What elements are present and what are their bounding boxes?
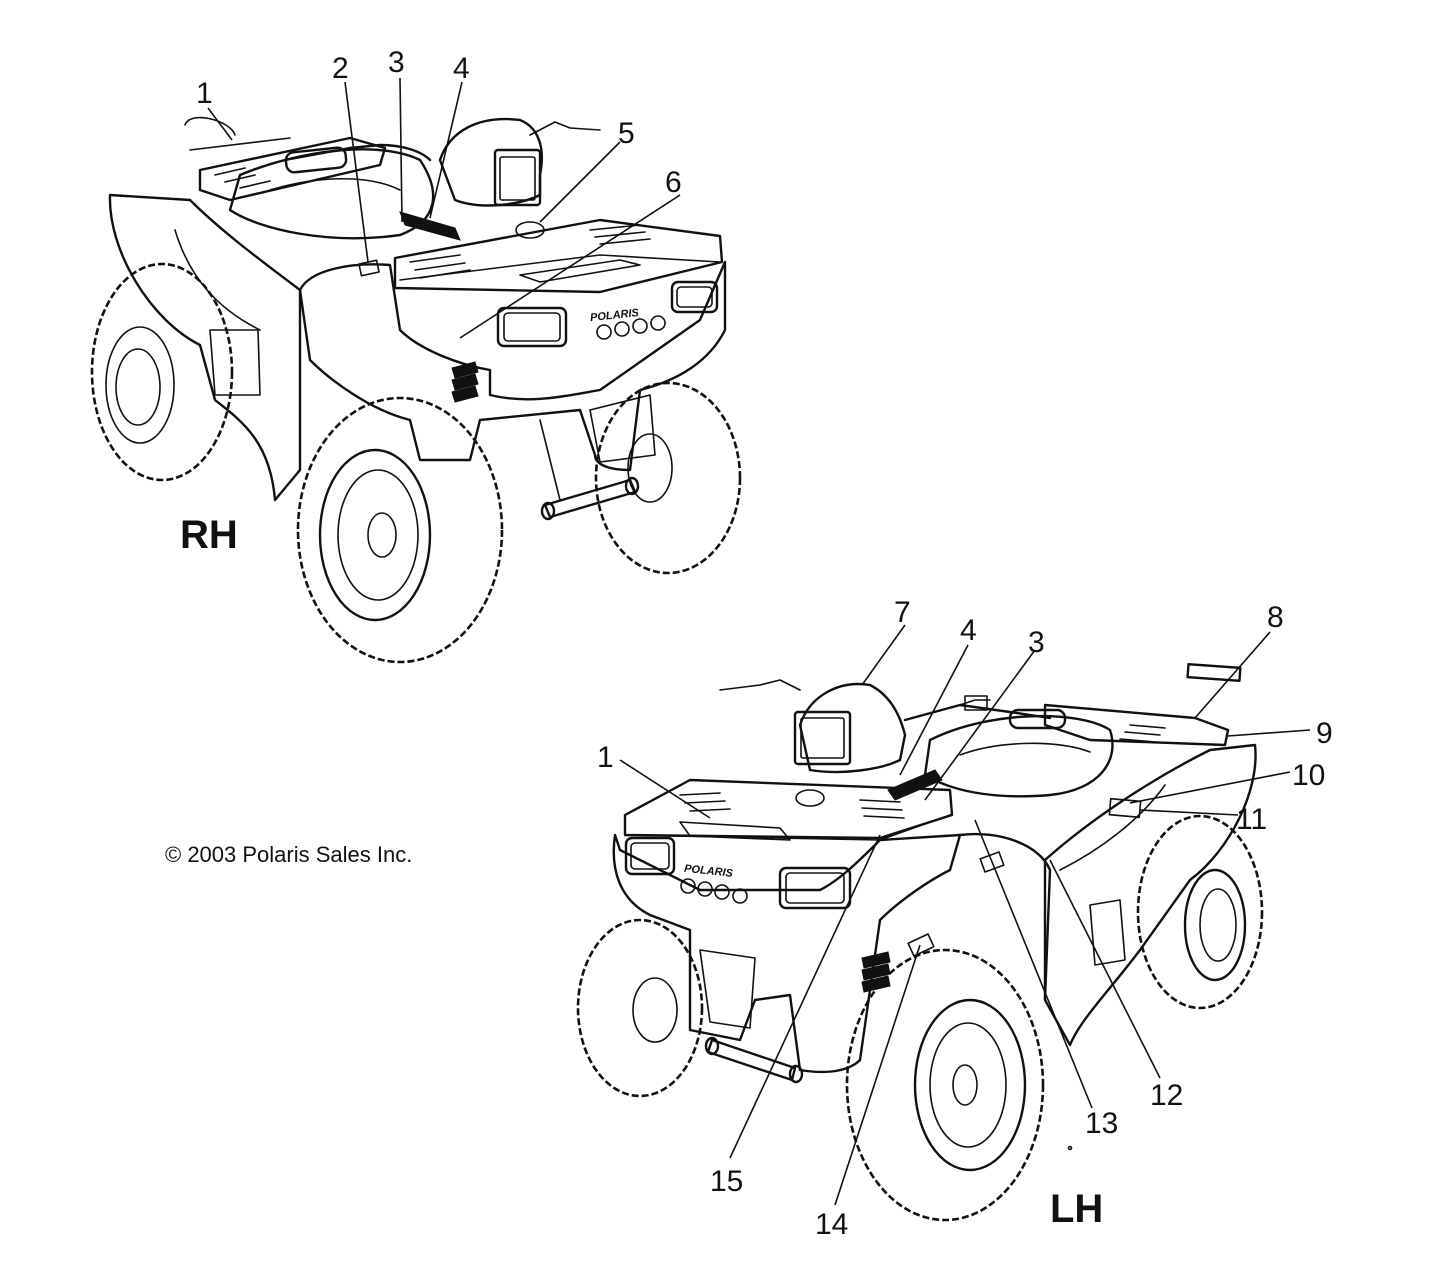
callout-rh-5: 5 bbox=[618, 117, 635, 150]
polaris-badge-lh: POLARIS bbox=[684, 863, 735, 880]
leader-lines-rh bbox=[207, 77, 681, 339]
atv-lh-illustration: POLARIS bbox=[576, 663, 1264, 1222]
callout-lh-10: 10 bbox=[1292, 759, 1325, 792]
callout-lh-8: 8 bbox=[1267, 601, 1284, 634]
vent-hatch-rh bbox=[399, 211, 461, 241]
atv-rh-illustration: POLARIS bbox=[90, 116, 742, 664]
leader-lines-lh bbox=[619, 624, 1311, 1206]
callout-rh-2: 2 bbox=[332, 52, 349, 85]
polaris-badge-rh: POLARIS bbox=[590, 307, 641, 324]
callout-rh-6: 6 bbox=[665, 166, 682, 199]
side-label-lh: LH bbox=[1050, 1187, 1103, 1231]
spring-rh bbox=[451, 361, 479, 403]
callout-lh-4: 4 bbox=[960, 614, 977, 647]
callout-lh-9: 9 bbox=[1316, 717, 1333, 750]
callout-lh-14: 14 bbox=[815, 1208, 848, 1241]
callout-lh-12: 12 bbox=[1150, 1079, 1183, 1112]
callout-lh-15: 15 bbox=[710, 1165, 743, 1198]
callouts-rh: 1 2 3 4 5 6 RH bbox=[180, 46, 682, 557]
vent-hatch-lh bbox=[887, 769, 943, 801]
callout-rh-1: 1 bbox=[196, 77, 213, 110]
callout-lh-7: 7 bbox=[894, 596, 911, 629]
callout-lh-1: 1 bbox=[597, 741, 614, 774]
callout-rh-4: 4 bbox=[453, 52, 470, 85]
side-label-rh: RH bbox=[180, 513, 238, 557]
callout-lh-3: 3 bbox=[1028, 626, 1045, 659]
callout-lh-13: 13 bbox=[1085, 1107, 1118, 1140]
callout-rh-3: 3 bbox=[388, 46, 405, 79]
spring-lh bbox=[861, 951, 891, 993]
callout-lh-11: 11 bbox=[1236, 803, 1267, 836]
copyright-notice: © 2003 Polaris Sales Inc. bbox=[165, 842, 412, 867]
callouts-lh: 7 4 3 8 9 10 1 11 12 13 15 14 LH bbox=[597, 596, 1333, 1241]
